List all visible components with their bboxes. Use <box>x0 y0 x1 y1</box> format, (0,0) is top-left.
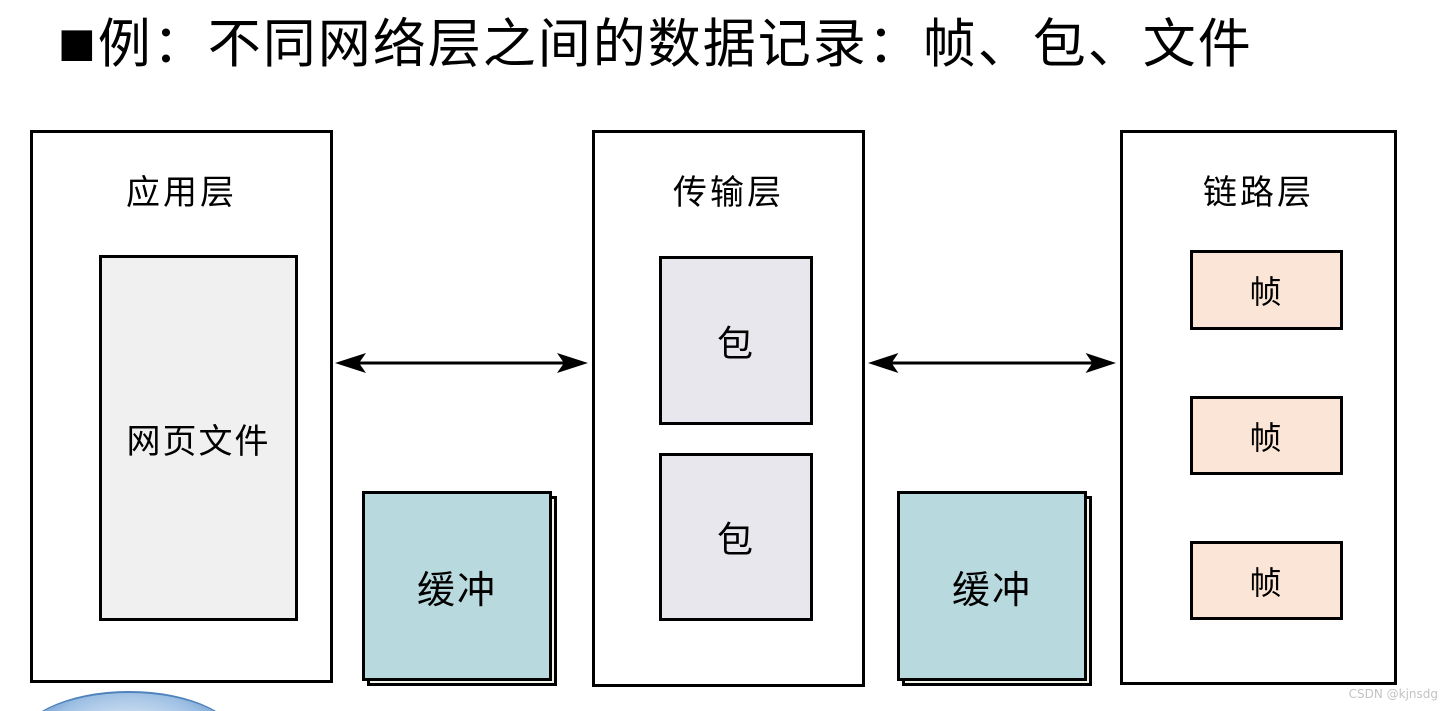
frame-box-1: 帧 <box>1190 250 1343 330</box>
buffer-box-right-face: 缓冲 <box>897 491 1087 681</box>
double-arrow-app-transport <box>335 351 588 375</box>
page-title: ■例：不同网络层之间的数据记录：帧、包、文件 <box>58 2 1398 78</box>
transport-layer-box: 传输层 包 包 <box>592 130 865 687</box>
web-file-label: 网页文件 <box>126 421 271 462</box>
watermark: CSDN @kjnsdg <box>1348 687 1438 701</box>
frame-label-3: 帧 <box>1249 563 1284 602</box>
packet-label-1: 包 <box>716 323 755 365</box>
packet-box-2: 包 <box>659 453 813 621</box>
buffer-box-left-face: 缓冲 <box>362 491 552 681</box>
packet-box-1: 包 <box>659 256 813 425</box>
frame-box-2: 帧 <box>1190 396 1343 475</box>
blue-sphere-logo-icon <box>16 691 242 711</box>
buffer-box-left: 缓冲 <box>362 491 559 689</box>
packet-label-2: 包 <box>716 520 755 561</box>
frame-box-3: 帧 <box>1190 541 1343 620</box>
link-layer-box: 链路层 帧 帧 帧 <box>1120 130 1397 685</box>
application-layer-label: 应用层 <box>126 173 237 213</box>
frame-label-1: 帧 <box>1249 273 1284 311</box>
page-title-text: 例：不同网络层之间的数据记录：帧、包、文件 <box>97 14 1253 75</box>
double-arrow-transport-link <box>868 351 1116 375</box>
buffer-right-label: 缓冲 <box>951 567 1032 612</box>
transport-layer-label: 传输层 <box>673 173 784 213</box>
link-layer-label: 链路层 <box>1203 173 1314 213</box>
web-file-box: 网页文件 <box>99 255 298 621</box>
buffer-left-label: 缓冲 <box>416 567 497 612</box>
frame-label-2: 帧 <box>1249 418 1284 457</box>
square-bullet-icon: ■ <box>58 20 96 66</box>
application-layer-box: 应用层 网页文件 <box>30 130 333 683</box>
buffer-box-right: 缓冲 <box>897 491 1094 689</box>
